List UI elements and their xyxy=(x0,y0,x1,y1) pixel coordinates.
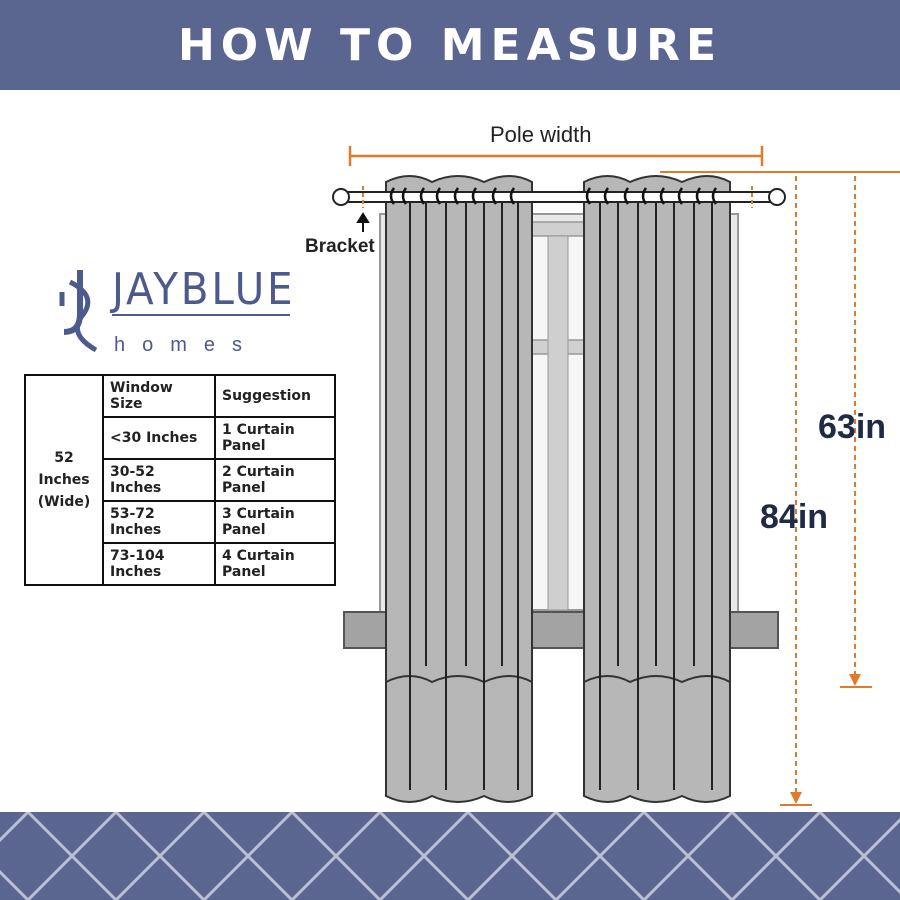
column-header-window-size: Window Size xyxy=(102,374,216,418)
length-84-measure xyxy=(780,176,812,806)
window-size-cell: 30-52 Inches xyxy=(102,458,216,502)
curtain-panel-left xyxy=(385,175,533,803)
suggestion-cell: 4 Curtain Panel xyxy=(214,542,336,586)
window-size-cell: 53-72 Inches xyxy=(102,500,216,544)
logo-divider xyxy=(112,314,290,316)
brand-logo: JAYBLUE homes xyxy=(52,262,297,362)
logo-wordmark: JAYBLUE xyxy=(112,264,296,315)
length-63-label: 63in xyxy=(818,408,887,446)
bracket-label: Bracket xyxy=(305,236,375,257)
table-row: 53-72 Inches 3 Curtain Panel xyxy=(25,500,336,544)
table-row: 30-52 Inches 2 Curtain Panel xyxy=(25,458,336,502)
header-banner: HOW TO MEASURE xyxy=(0,0,900,90)
diamond-lattice xyxy=(0,812,900,900)
table-row: <30 Inches 1 Curtain Panel xyxy=(25,416,336,460)
bracket-marks xyxy=(362,186,753,208)
pole-width-label: Pole width xyxy=(490,122,592,147)
page-title: HOW TO MEASURE xyxy=(177,19,723,71)
logo-mark-icon xyxy=(59,270,98,353)
bracket-arrow xyxy=(356,212,370,232)
fabric-width-cell: 52 Inches (Wide) xyxy=(24,374,104,586)
suggestion-cell: 3 Curtain Panel xyxy=(214,500,336,544)
fabric-width: 52 Inches xyxy=(38,450,90,488)
curtain-rod xyxy=(332,187,786,206)
length-63-measure xyxy=(660,171,900,688)
logo-tagline: homes xyxy=(114,334,260,356)
footer-pattern-band xyxy=(0,812,900,900)
curtain-panel-right xyxy=(583,175,731,803)
column-header-suggestion: Suggestion xyxy=(214,374,336,418)
window-size-cell: <30 Inches xyxy=(102,416,216,460)
size-guide-table: 52 Inches (Wide) Window Size Suggestion … xyxy=(24,374,336,586)
length-84-label: 84in xyxy=(760,498,829,536)
suggestion-cell: 2 Curtain Panel xyxy=(214,458,336,502)
suggestion-cell: 1 Curtain Panel xyxy=(214,416,336,460)
window-size-cell: 73-104 Inches xyxy=(102,542,216,586)
fabric-width-note: (Wide) xyxy=(37,494,91,510)
table-row: 73-104 Inches 4 Curtain Panel xyxy=(25,542,336,586)
table-header-row: 52 Inches (Wide) Window Size Suggestion xyxy=(24,374,336,586)
pole-width-measure xyxy=(348,146,764,166)
